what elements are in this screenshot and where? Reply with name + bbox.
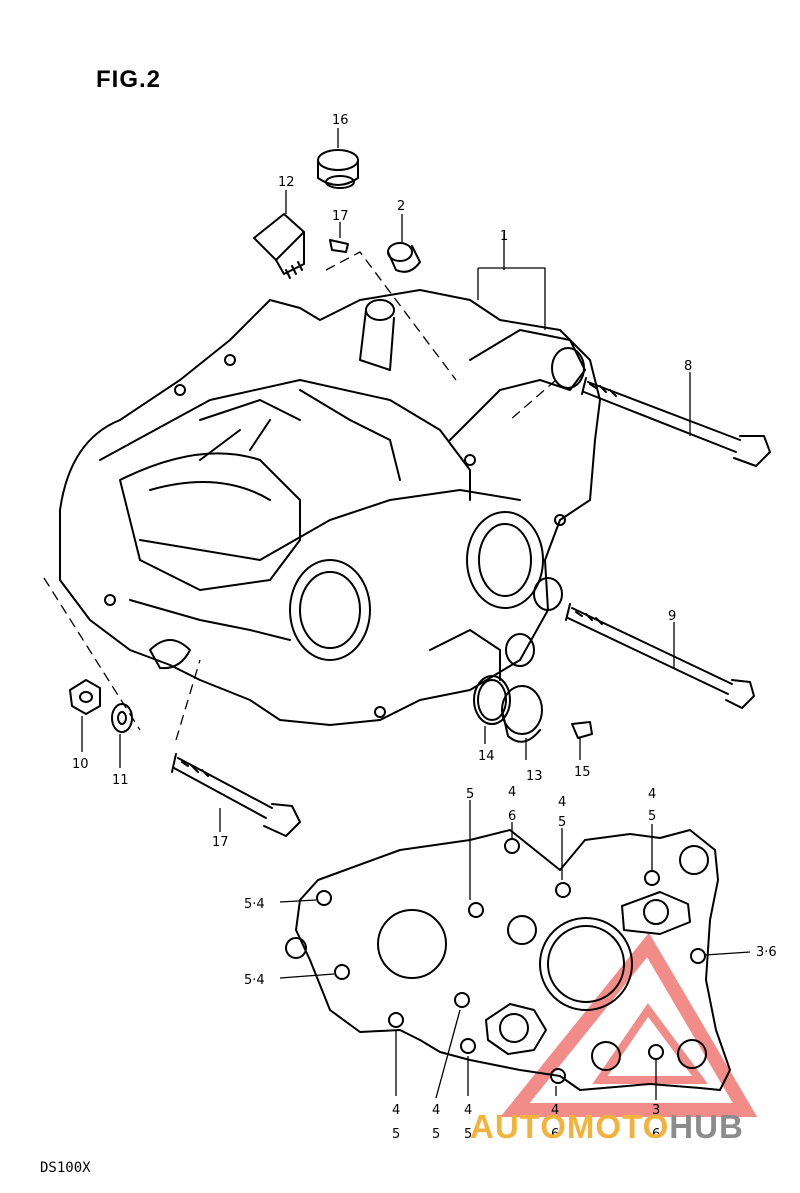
watermark-part1: AUTOMOTO — [470, 1108, 670, 1145]
callout-top-5a: 5 — [466, 787, 474, 802]
long-bolt-8 — [581, 377, 771, 467]
watermark-part2: HUB — [669, 1108, 744, 1145]
callout-17a: 17 — [332, 209, 349, 224]
callout-bottom-3-4: 4 — [464, 1103, 472, 1118]
oil-cap-16 — [317, 149, 359, 189]
callout-2: 2 — [397, 199, 405, 214]
callout-top-5b: 5 — [558, 815, 566, 830]
small-bolt-17 — [329, 239, 349, 253]
callout-bottom-2-5: 5 — [432, 1127, 440, 1142]
model-code: DS100X — [40, 1160, 91, 1176]
plug-12 — [253, 213, 305, 279]
callout-top-4a: 4 — [508, 785, 516, 800]
callout-17b: 17 — [212, 835, 229, 850]
o-ring-14 — [473, 675, 511, 725]
callout-8: 8 — [684, 359, 692, 374]
long-bolt-9 — [565, 603, 755, 709]
callout-bottom-1-5: 5 — [392, 1127, 400, 1142]
callout-bottom-2-4: 4 — [432, 1103, 440, 1118]
callout-top-4b: 4 — [558, 795, 566, 810]
callout-left-5-4a: 5·4 — [244, 897, 265, 912]
callout-1: 1 — [500, 229, 508, 244]
nut-10 — [69, 679, 101, 715]
callout-bottom-4-4: 4 — [551, 1103, 559, 1118]
callout-10: 10 — [72, 757, 89, 772]
figure-title: FIG.2 — [96, 66, 162, 93]
hole — [316, 890, 332, 906]
callout-top-6a: 6 — [508, 809, 516, 824]
small-bolt-15 — [571, 721, 593, 739]
callout-15: 15 — [574, 765, 591, 780]
cover-cap-13 — [501, 685, 543, 743]
washer-11 — [111, 703, 133, 733]
callout-bottom-4-6: 6 — [551, 1127, 559, 1142]
callout-right-3-6: 3·6 — [756, 945, 777, 960]
callout-14: 14 — [478, 749, 495, 764]
crankcase-gasket — [285, 829, 731, 1091]
callout-12: 12 — [278, 175, 295, 190]
leader-lines — [43, 128, 751, 1100]
callout-bottom-5-3: 3 — [652, 1103, 660, 1118]
callout-9: 9 — [668, 609, 676, 624]
callout-bottom-1-4: 4 — [392, 1103, 400, 1118]
callout-bottom-3-5: 5 — [464, 1127, 472, 1142]
callout-top-5c: 5 — [648, 809, 656, 824]
crankcase-bolt-17 — [171, 753, 301, 837]
callout-bottom-5-6: 6 — [652, 1127, 660, 1142]
callout-labels: 16 12 17 2 1 8 9 10 11 17 14 13 15 5 4 6… — [72, 113, 777, 1142]
watermark-text: AUTOMOTOHUB — [470, 1108, 744, 1146]
dowel-pin-2 — [387, 242, 421, 273]
callout-13: 13 — [526, 769, 543, 784]
callout-16: 16 — [332, 113, 349, 128]
watermark-logo — [500, 932, 758, 1117]
callout-top-4c: 4 — [648, 787, 656, 802]
callout-left-5-4b: 5·4 — [244, 973, 265, 988]
callout-11: 11 — [112, 773, 129, 788]
crankcase-1 — [59, 289, 601, 726]
